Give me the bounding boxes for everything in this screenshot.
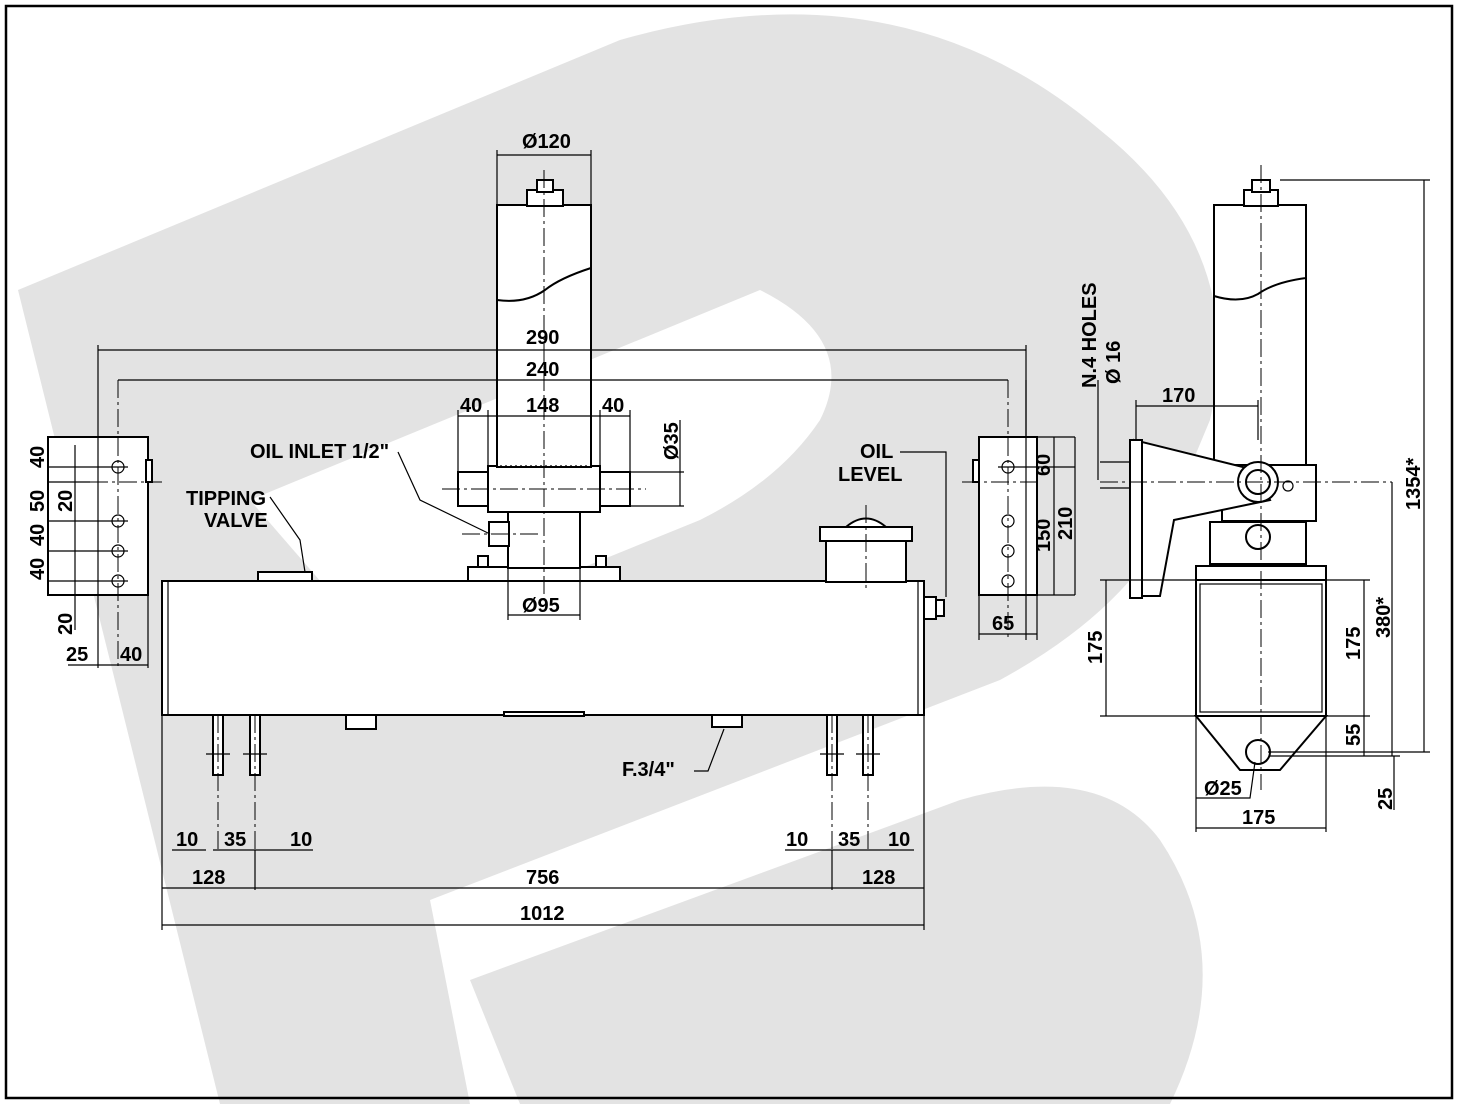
dim-br-65: 65 [992, 613, 1014, 635]
bracket-left [47, 380, 162, 668]
dim-148: 148 [526, 395, 559, 417]
dim-bl-20a: 20 [55, 490, 77, 512]
dim-b-10d: 10 [888, 829, 910, 851]
dim-d35: Ø35 [661, 422, 683, 460]
dim-s-d25: Ø25 [1204, 778, 1242, 800]
dim-b-10c: 10 [786, 829, 808, 851]
watermark-logo [18, 14, 1219, 1104]
dim-s-55: 55 [1343, 724, 1365, 746]
bracket-right [962, 380, 1075, 640]
side-view [1100, 165, 1392, 790]
filler-cap [819, 505, 913, 590]
dim-b-756: 756 [526, 867, 559, 889]
dim-bl-40b: 40 [27, 524, 49, 546]
oil-inlet-label: OIL INLET 1/2" [250, 441, 389, 463]
tank-legs [206, 714, 880, 850]
dim-bl-40c: 40 [27, 558, 49, 580]
dim-290: 290 [526, 327, 559, 349]
dim-s-175a: 175 [1085, 631, 1107, 664]
frame-border [4, 4, 1454, 1100]
dim-br-210: 210 [1055, 507, 1077, 540]
dimension-lines [68, 150, 1430, 930]
dim-240: 240 [526, 359, 559, 381]
tipping-valve-label-1: TIPPING [186, 488, 266, 510]
dim-br-60: 60 [1033, 454, 1055, 476]
drain-plug-label: F.3/4" [622, 759, 675, 781]
tipping-valve-label-2: VALVE [204, 510, 268, 532]
dim-s-25: 25 [1375, 788, 1397, 810]
dim-b-1012: 1012 [520, 903, 565, 925]
dim-b-128b: 128 [862, 867, 895, 889]
holes-label-1: N.4 HOLES [1079, 282, 1101, 388]
callout-texts: OIL INLET 1/2" TIPPING VALVE OIL LEVEL F… [186, 282, 1125, 781]
dim-bl-50: 50 [27, 490, 49, 512]
dim-bl-20b: 20 [55, 613, 77, 635]
dim-b-35a: 35 [224, 829, 246, 851]
dim-b-10a: 10 [176, 829, 198, 851]
dim-d120: Ø120 [522, 131, 571, 153]
dim-bl-40d: 40 [120, 644, 142, 666]
tank-front-view [161, 170, 945, 850]
dim-bl-40a: 40 [27, 446, 49, 468]
dim-d95: Ø95 [522, 595, 560, 617]
dim-b-35b: 35 [838, 829, 860, 851]
dim-bl-25: 25 [66, 644, 88, 666]
dim-40-right: 40 [602, 395, 624, 417]
dim-s-175c: 175 [1242, 807, 1275, 829]
dim-s-170: 170 [1162, 385, 1195, 407]
dim-s-1354: 1354* [1403, 458, 1425, 510]
dim-b-10b: 10 [290, 829, 312, 851]
dim-b-128a: 128 [192, 867, 225, 889]
dim-40-left: 40 [460, 395, 482, 417]
dim-s-175b: 175 [1343, 627, 1365, 660]
oil-level-label-1: OIL [860, 441, 893, 463]
dim-br-150: 150 [1033, 519, 1055, 552]
holes-label-2: Ø 16 [1103, 341, 1125, 384]
cylinder-front [442, 170, 646, 600]
dimension-texts: Ø120 290 240 40 148 40 Ø35 Ø95 40 50 20 … [27, 131, 1425, 925]
oil-level-label-2: LEVEL [838, 464, 902, 486]
dim-s-380: 380* [1373, 597, 1395, 638]
